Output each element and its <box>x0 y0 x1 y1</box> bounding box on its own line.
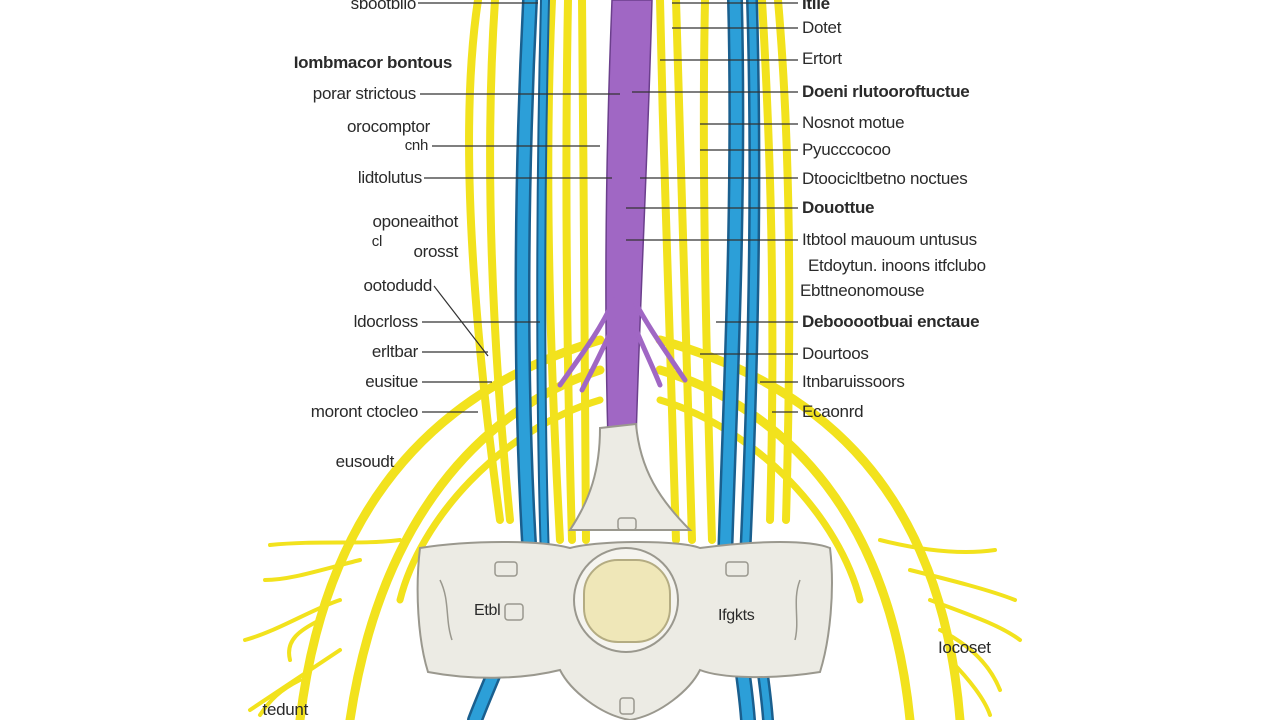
disc <box>583 559 671 643</box>
label-left-4: orocomptor <box>347 117 430 136</box>
label-right-13: Dourtoos <box>802 344 869 363</box>
label-right-6: Pyucccocoo <box>802 140 891 159</box>
label-left-1: sbootbilo <box>350 0 417 13</box>
spinal-cord <box>557 0 688 441</box>
label-right-16: Iocoset <box>938 638 991 657</box>
label-right-10: Etdoytun. inoons itfclubo <box>808 256 986 275</box>
label-right-9: Itbtool mauoum untusus <box>802 230 977 249</box>
label-right-1: Itlle <box>802 0 830 13</box>
label-left-16: tedunt <box>262 700 309 719</box>
vertebra <box>416 422 833 720</box>
label-left-3: porar strictous <box>312 84 417 103</box>
label-left-6: lidtolutus <box>357 168 422 187</box>
label-right-8: Douottue <box>802 198 875 217</box>
label-right-2: Dotet <box>802 18 842 37</box>
vessel-left-inner <box>538 0 548 563</box>
label-left-11: ldocrloss <box>353 312 419 331</box>
label-left-2: Iombmacor bontous <box>293 53 453 72</box>
label-left-13: eusitue <box>365 372 418 391</box>
vertebra-label-right: Ifgkts <box>718 607 755 624</box>
spinous-process <box>568 422 693 531</box>
nerve-arc-right-inner <box>655 365 915 720</box>
label-right-14: Itnbaruissoors <box>802 372 905 391</box>
label-left-14: moront ctocleo <box>310 402 419 421</box>
peripheral-nerve-branches <box>243 538 1022 717</box>
label-left-15: eusoudt <box>335 452 395 471</box>
label-left-7: oponeaithot <box>372 212 458 231</box>
label-left-8: cl <box>371 233 383 250</box>
label-right-15: Ecaonrd <box>802 402 864 421</box>
label-right-4: Doeni rlutooroftuctue <box>802 82 970 101</box>
label-right-11: Ebttneonomouse <box>800 281 925 300</box>
leader-lines <box>418 2 798 413</box>
label-right-3: Ertort <box>802 49 842 68</box>
vertical-nerve-bundles <box>465 0 794 544</box>
label-left-5: cnh <box>404 137 429 154</box>
label-left-12: erltbar <box>371 342 418 361</box>
nerve-arc-left-mid <box>396 396 604 604</box>
label-right-12: Debooootbuai enctaue <box>802 312 980 331</box>
label-right-7: Dtoocicltbetno noctues <box>802 169 968 188</box>
label-right-5: Nosnot motue <box>802 113 905 132</box>
nerve-arc-right-outer <box>655 335 965 720</box>
vertebra-label-left: Etbl <box>474 602 501 619</box>
label-left-9: orosst <box>413 242 459 261</box>
label-left-10: ootodudd <box>363 276 432 295</box>
